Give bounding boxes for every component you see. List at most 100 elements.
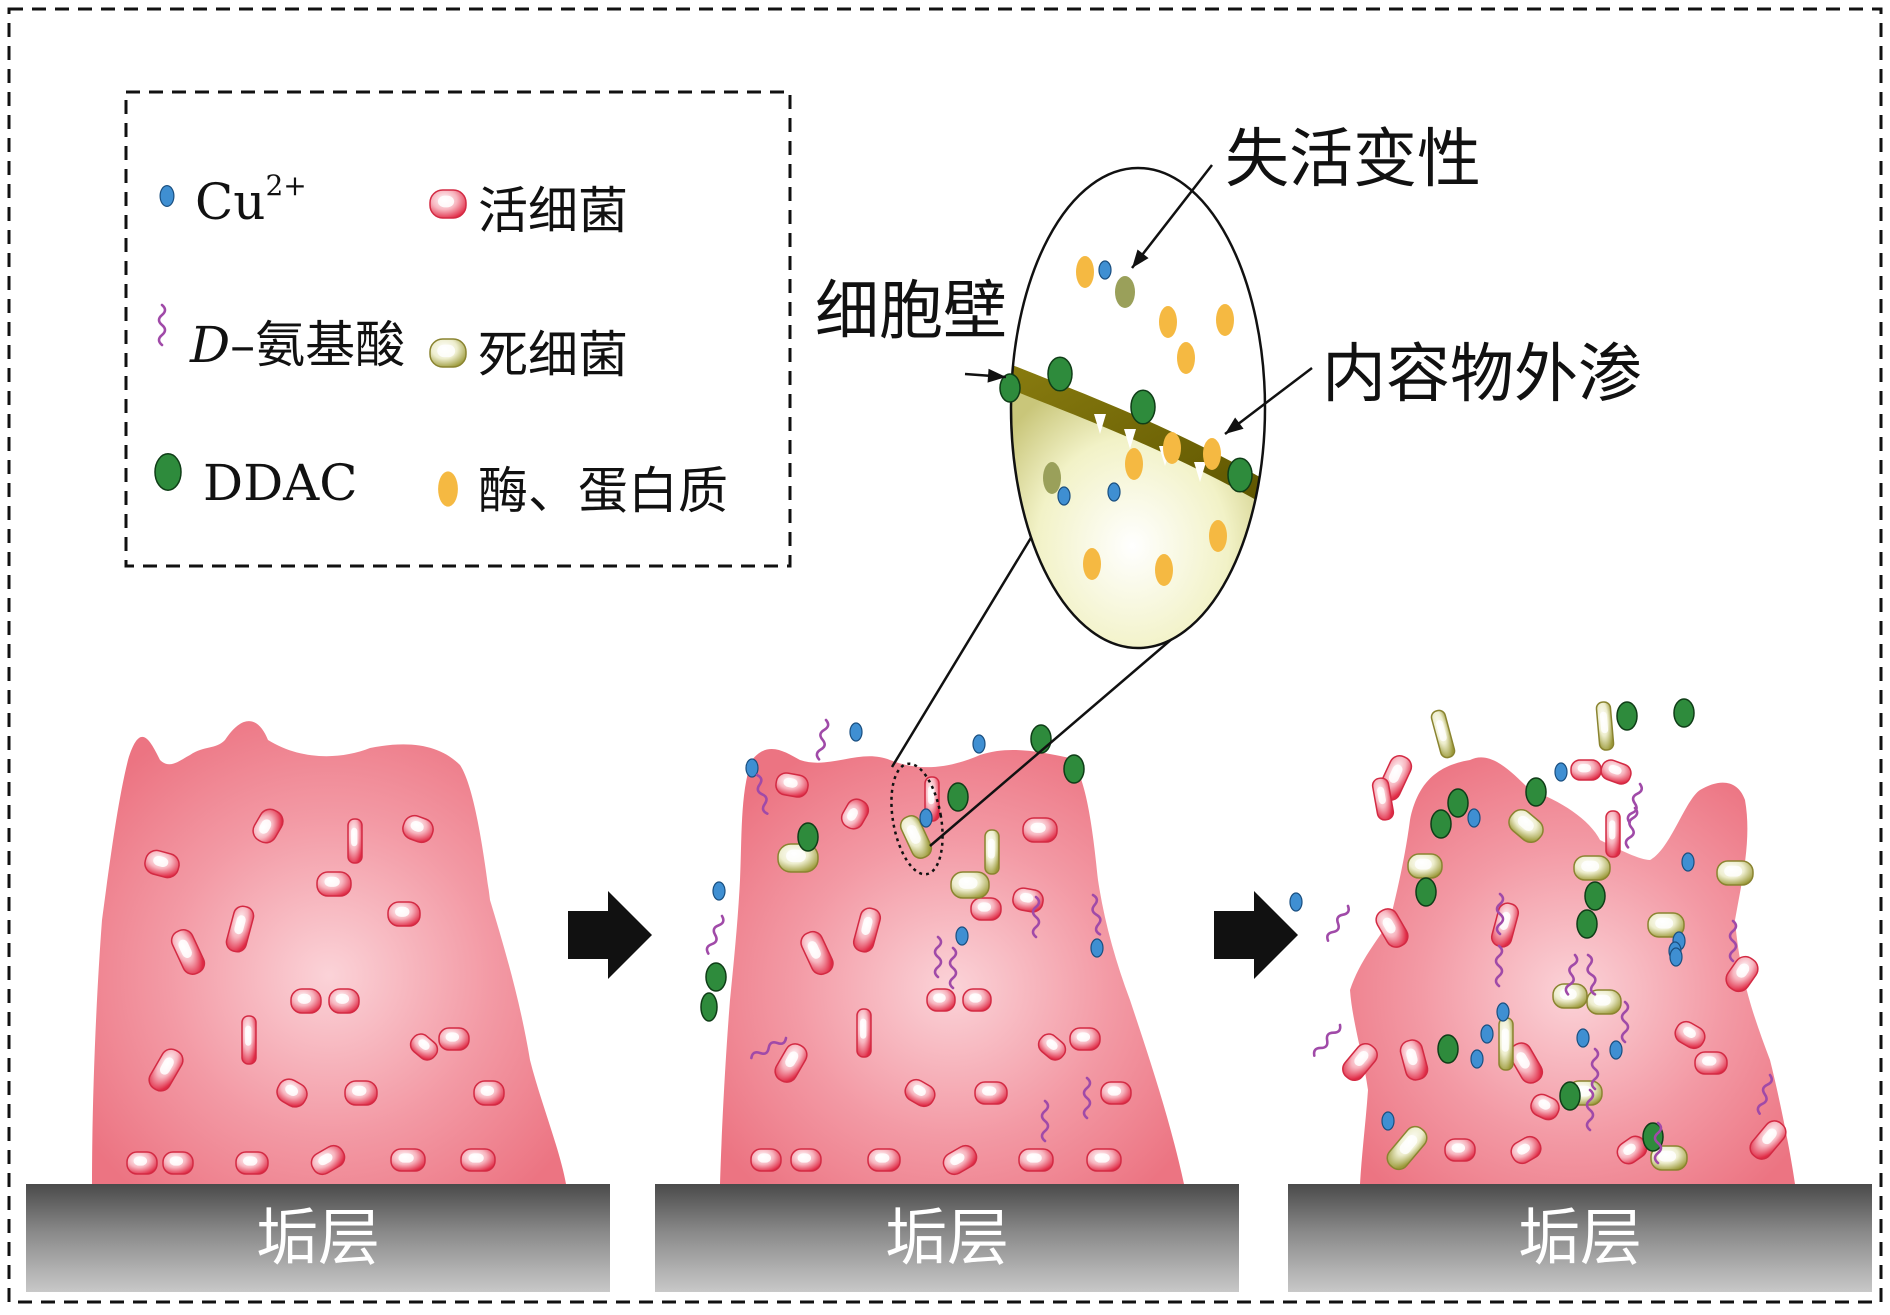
ddac-icon [797, 822, 819, 852]
legend-label-live-bacteria: 活细菌 [478, 182, 628, 240]
cu-ion-icon [1681, 852, 1695, 872]
live-bacterium-icon [316, 871, 352, 897]
cu-ion-icon [1107, 482, 1121, 502]
amino-acid-icon [1728, 919, 1738, 963]
live-bacterium-icon [225, 905, 255, 953]
ddac-icon [1030, 724, 1052, 754]
cu-ion-icon [1480, 1024, 1494, 1044]
live-bacterium-icon [1342, 1042, 1378, 1082]
live-bacterium-icon [926, 988, 956, 1012]
dead-bacterium-icon [429, 338, 467, 368]
cu-ion-icon [1470, 1049, 1484, 1069]
live-bacterium-icon [1018, 1148, 1054, 1172]
dead-bacterium-icon [950, 871, 990, 899]
ddac-icon [1616, 701, 1638, 731]
ddac-icon [1447, 788, 1469, 818]
membrane-pore [1194, 462, 1206, 482]
live-bacterium-icon [344, 1080, 378, 1106]
amino-acid-icon [1586, 953, 1597, 996]
legend-box [124, 90, 792, 568]
amino-acid-icon [1312, 1023, 1342, 1057]
callout-leakage: 内容物外渗 [1322, 338, 1642, 412]
cu-ion-icon [745, 758, 759, 778]
live-bacterium-icon [170, 929, 206, 975]
amino-acid-icon [1040, 1099, 1050, 1143]
scale-label-panel-1: 垢层 [255, 1201, 380, 1274]
ddac-icon [705, 962, 727, 992]
enzyme-icon [1177, 342, 1195, 374]
live-bacterium-icon [852, 907, 882, 953]
live-bacterium-icon [1022, 817, 1058, 843]
cu-ion-icon [1554, 762, 1568, 782]
cu-ion-icon [1289, 892, 1303, 912]
live-bacterium-icon [126, 1151, 158, 1175]
cu-ion-icon [1057, 486, 1071, 506]
live-bacterium-icon [800, 930, 834, 976]
live-bacterium-icon [904, 1078, 936, 1108]
live-bacterium-icon [148, 1048, 184, 1092]
amino-acid-icon [815, 718, 830, 761]
dead-bacterium-icon [1552, 983, 1588, 1009]
live-bacterium-icon [1749, 1120, 1787, 1160]
callout-pointer-cell-wall-head [987, 368, 1006, 383]
biofilm-panel-3 [1350, 757, 1795, 1184]
enzyme-icon [1155, 554, 1173, 586]
live-bacterium-icon [1600, 759, 1632, 785]
live-bacterium-icon [1510, 1135, 1542, 1165]
enzyme-icon [1076, 256, 1094, 288]
live-bacterium-icon [1570, 759, 1602, 781]
live-bacterium-icon [840, 798, 870, 830]
amino-acid-icon [157, 303, 167, 347]
live-bacterium-icon [144, 849, 180, 879]
live-bacterium-icon [1530, 1093, 1560, 1121]
cu-ion-icon [1090, 938, 1104, 958]
amino-acid-icon [1590, 1047, 1600, 1091]
live-bacterium-icon [1674, 1020, 1706, 1050]
cu-ion-icon [1576, 1028, 1590, 1048]
ddac-icon [1437, 1034, 1459, 1064]
live-bacterium-icon [1725, 955, 1759, 993]
cu-ion-icon [919, 808, 933, 828]
ddac-icon [1415, 877, 1437, 907]
dead-bacterium-icon [1647, 912, 1685, 938]
live-bacterium-icon [1694, 1051, 1728, 1075]
live-bacterium-icon [409, 1033, 439, 1061]
ddac-icon [999, 373, 1021, 403]
live-bacterium-icon [942, 1144, 978, 1176]
scale-label-panel-2: 垢层 [884, 1201, 1009, 1274]
amino-acid-icon [1624, 806, 1639, 849]
live-bacterium-icon [790, 1148, 822, 1172]
ddac-icon [1430, 809, 1452, 839]
zoom-source-ring [890, 762, 944, 876]
callout-pointer-leakage-head [1225, 417, 1244, 434]
membrane-pore [1094, 414, 1106, 434]
dead-bacterium-icon [1586, 989, 1622, 1015]
live-bacterium-icon [1399, 1039, 1429, 1081]
magnifier-ring [1009, 166, 1267, 650]
enzyme-icon [1209, 520, 1227, 552]
enzyme-icon [438, 471, 458, 507]
legend-label-dead-bacteria: 死细菌 [478, 326, 628, 384]
dead-bacterium-icon [1430, 709, 1456, 759]
enzyme-icon [1203, 438, 1221, 470]
membrane-pore [1124, 429, 1136, 449]
biofilm-panel-1 [92, 721, 566, 1184]
scale-label-panel-3: 垢层 [1517, 1201, 1642, 1274]
live-bacterium-icon [970, 897, 1002, 921]
live-bacterium-icon [235, 1151, 269, 1175]
callout-pointer-inactivation [1131, 164, 1213, 269]
dead-bacterium-icon [1386, 1125, 1428, 1171]
live-bacterium-icon [473, 1080, 505, 1106]
callout-inactivation: 失活变性 [1225, 123, 1481, 197]
cu-ion-icon [159, 185, 175, 207]
ddac-icon [1063, 754, 1085, 784]
callout-cell-wall: 细胞壁 [815, 275, 1007, 349]
live-bacterium-icon [774, 1043, 808, 1083]
enzyme-icon [1163, 432, 1181, 464]
cu-ion-icon [1609, 1040, 1623, 1060]
amino-acid-icon [1585, 1088, 1595, 1132]
amino-acid-icon [1564, 953, 1579, 996]
ddac-icon [1576, 909, 1598, 939]
